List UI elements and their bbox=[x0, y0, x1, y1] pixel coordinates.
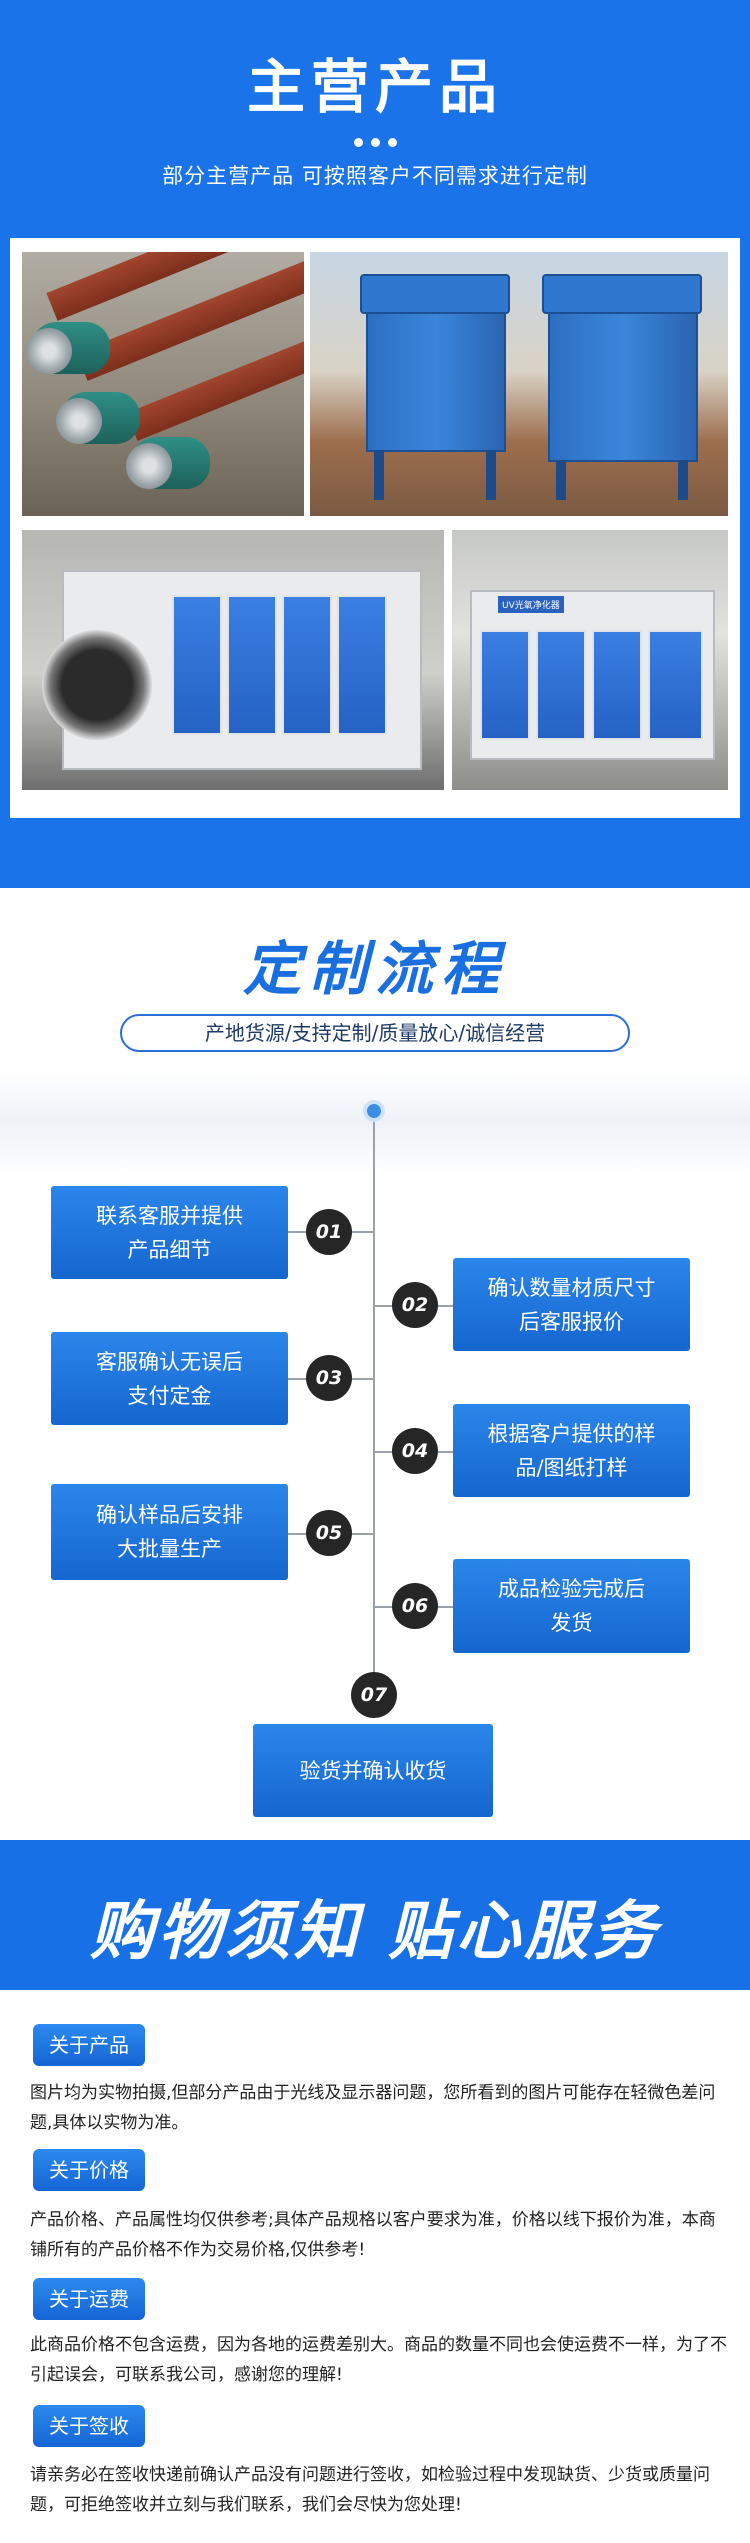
about-shipping-text: 此商品价格不包含运费，因为各地的运费差别大。商品的数量不同也会使运费不一样，为了… bbox=[30, 2335, 727, 2385]
step-02-box[interactable]: 确认数量材质尺寸 后客服报价 bbox=[453, 1258, 690, 1351]
step-01-number: 01 bbox=[306, 1209, 352, 1255]
timeline-line bbox=[373, 1114, 375, 1704]
main-products-section: 主营产品 部分主营产品 可按照客户不同需求进行定制 bbox=[0, 0, 750, 888]
product-photo-grid: UV光氧净化器 bbox=[10, 238, 740, 818]
products-title: 主营产品 bbox=[246, 53, 503, 121]
screw-conveyor-photo[interactable] bbox=[22, 252, 304, 516]
step-02-number: 02 bbox=[392, 1282, 438, 1328]
step-01-box[interactable]: 联系客服并提供 产品细节 bbox=[51, 1186, 288, 1279]
shopping-notice-banner: 购物须知 贴心服务 bbox=[0, 1840, 750, 1990]
step-03-box[interactable]: 客服确认无误后 支付定金 bbox=[51, 1332, 288, 1425]
about-price-text: 产品价格、产品属性均仅供参考;具体产品规格以客户要求为准，价格以线下报价为准，本… bbox=[30, 2210, 716, 2260]
timeline-start-dot bbox=[363, 1100, 385, 1122]
dust-collector-photo[interactable] bbox=[310, 252, 728, 516]
about-receipt-badge: 关于签收 bbox=[33, 2405, 145, 2447]
about-shipping-badge: 关于运费 bbox=[33, 2278, 145, 2320]
process-title: 定制流程 bbox=[242, 935, 507, 1003]
process-background bbox=[0, 1070, 750, 1175]
step-05-number: 05 bbox=[306, 1510, 352, 1556]
step-05-box[interactable]: 确认样品后安排 大批量生产 bbox=[51, 1484, 288, 1580]
uv-purifier-photo[interactable]: UV光氧净化器 bbox=[452, 530, 728, 790]
purification-box-photo[interactable] bbox=[22, 530, 444, 790]
about-price-badge: 关于价格 bbox=[33, 2149, 145, 2191]
title-dots bbox=[0, 132, 750, 151]
step-06-box[interactable]: 成品检验完成后 发货 bbox=[453, 1559, 690, 1653]
step-03-number: 03 bbox=[306, 1355, 352, 1401]
step-04-box[interactable]: 根据客户提供的样 品/图纸打样 bbox=[453, 1404, 690, 1497]
step-06-number: 06 bbox=[392, 1583, 438, 1629]
notice-title: 购物须知 贴心服务 bbox=[89, 1895, 661, 1969]
about-product-text: 图片均为实物拍摄,但部分产品由于光线及显示器问题，您所看到的图片可能存在轻微色差… bbox=[30, 2083, 716, 2133]
about-receipt-text: 请亲务必在签收快递前确认产品没有问题进行签收，如检验过程中发现缺货、少货或质量问… bbox=[30, 2465, 710, 2515]
step-07-box[interactable]: 验货并确认收货 bbox=[253, 1724, 493, 1817]
step-07-number: 07 bbox=[351, 1672, 397, 1718]
step-04-number: 04 bbox=[392, 1428, 438, 1474]
products-subtitle: 部分主营产品 可按照客户不同需求进行定制 bbox=[162, 164, 588, 188]
process-tagline: 产地货源/支持定制/质量放心/诚信经营 bbox=[120, 1014, 630, 1052]
about-product-badge: 关于产品 bbox=[33, 2024, 145, 2066]
